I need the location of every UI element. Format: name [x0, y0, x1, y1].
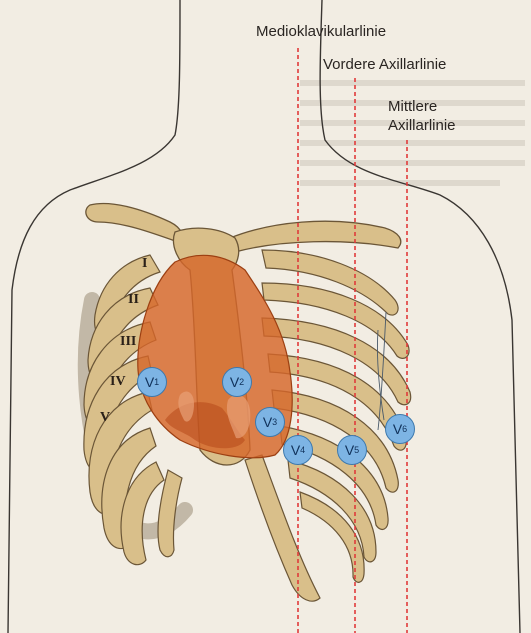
- anterior-axillary-line-label: Vordere Axillarlinie: [323, 56, 446, 73]
- rib-label-1: I: [142, 256, 147, 272]
- mid-axillary-line-label-2: Axillarlinie: [388, 117, 456, 134]
- medioclavicular-line-label: Medioklavikularlinie: [256, 23, 386, 40]
- mid-axillary-line-label-1: Mittlere: [388, 98, 437, 115]
- rib-label-2: II: [128, 292, 139, 308]
- rib-label-3: III: [120, 334, 136, 350]
- rib-label-5: V: [100, 410, 110, 426]
- rib-label-4: IV: [110, 374, 126, 390]
